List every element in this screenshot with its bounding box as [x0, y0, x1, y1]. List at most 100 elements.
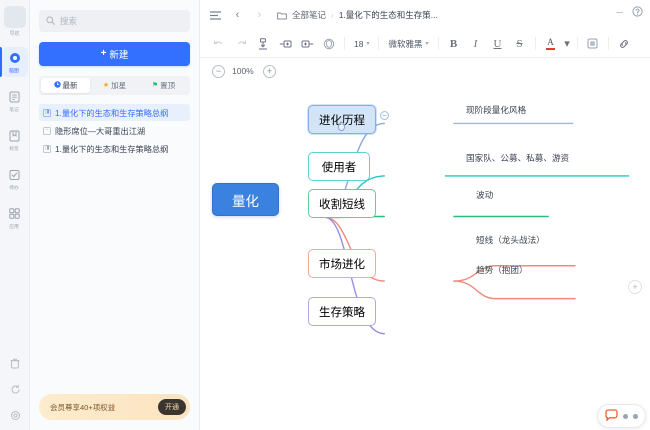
mindmap-node-market[interactable]: 市场进化: [308, 249, 376, 278]
rail-bottom-group: [0, 358, 30, 424]
filter-tab-label: 加星: [111, 81, 127, 90]
toolbar-divider: [607, 37, 609, 50]
filter-tab-pinned[interactable]: ⚑ 置顶: [139, 78, 188, 93]
undo-icon[interactable]: [208, 34, 230, 54]
highlight-icon[interactable]: [582, 34, 604, 54]
panel-toggle-icon[interactable]: [208, 8, 223, 23]
target-icon: [7, 50, 22, 65]
back-icon[interactable]: ‹: [235, 8, 240, 21]
mindmap-root-node[interactable]: 量化: [212, 183, 279, 216]
trash-icon[interactable]: [10, 358, 20, 372]
rail-item-tags[interactable]: 标签: [0, 123, 30, 157]
format-toolbar: 18 ▾ 微软雅黑 ▾ B I U S A ▾: [200, 30, 650, 58]
pin-icon: ⚑: [151, 82, 159, 89]
vip-banner[interactable]: 会员尊享40+项权益 开通: [39, 394, 190, 420]
left-rail: 导航 脑图 笔记 标签 待办: [0, 0, 30, 430]
rail-item-notes[interactable]: 笔记: [0, 84, 30, 118]
star-icon: ★: [102, 82, 110, 89]
toolbar-divider: [378, 37, 380, 50]
help-circle-icon[interactable]: [632, 6, 643, 19]
app-logo: [3, 6, 26, 28]
filter-tabs: 最新 ★ 加星 ⚑ 置顶: [39, 76, 190, 95]
window-controls: －: [615, 6, 643, 19]
text-cursor-indicator: [338, 122, 345, 131]
search-placeholder: 搜索: [60, 16, 78, 26]
note-list-item[interactable]: ◨ 1.量化下的生态和生存策略总纲: [39, 104, 190, 121]
mindmap-node-harvest[interactable]: 收割短线: [308, 189, 376, 218]
chevron-down-icon: ▾: [366, 41, 370, 47]
rail-item-label: 标签: [9, 146, 20, 152]
rail-item-label: 应用: [9, 224, 20, 230]
gear-icon[interactable]: [10, 410, 21, 424]
underline-button[interactable]: U: [493, 37, 502, 50]
strikethrough-button[interactable]: S: [516, 37, 523, 50]
rail-item-todo[interactable]: 待办: [0, 162, 30, 196]
vip-subscribe-button[interactable]: 开通: [158, 399, 186, 415]
mindmap-node-label: 收割短线: [319, 198, 365, 211]
minimize-icon[interactable]: －: [614, 8, 624, 18]
mindmap-node-evolution[interactable]: 进化历程: [308, 105, 376, 134]
text-color-letter: A: [547, 36, 554, 47]
chevron-down-icon: ▾: [425, 41, 429, 47]
mindmap-leaf-label[interactable]: 现阶段量化风格: [466, 105, 527, 115]
filter-tab-latest[interactable]: 最新: [41, 78, 90, 93]
shield-icon[interactable]: [318, 34, 340, 54]
note-list: ◨ 1.量化下的生态和生存策略总纲 ▫ 隐形席位—大哥重出江湖 ◨ 1.量化下的…: [39, 104, 190, 157]
italic-button[interactable]: I: [473, 37, 478, 50]
zoom-out-icon[interactable]: −: [212, 64, 225, 78]
note-file-icon: ▫: [43, 126, 51, 135]
font-family-select[interactable]: 微软雅黑 ▾: [383, 35, 433, 53]
insert-child-icon[interactable]: [252, 34, 274, 54]
new-note-button[interactable]: + 新建: [39, 42, 190, 66]
collapse-toggle-icon[interactable]: −: [380, 111, 389, 120]
zoom-level: 100%: [232, 66, 254, 76]
rail-item-mindmap[interactable]: 脑图: [0, 45, 30, 79]
breadcrumb-separator: ›: [331, 10, 334, 20]
rail-item-label: 笔记: [9, 107, 20, 113]
widget-dot: [623, 413, 628, 419]
text-color-caret[interactable]: ▾: [564, 38, 570, 50]
filter-tab-starred[interactable]: ★ 加星: [90, 78, 139, 93]
floating-chat-widget[interactable]: [597, 404, 646, 428]
document-icon: [7, 89, 22, 104]
font-size-value: 18: [354, 38, 364, 49]
breadcrumb-item-current[interactable]: 1.量化下的生态和生存策...: [338, 10, 438, 20]
rail-item-apps[interactable]: 应用: [0, 201, 30, 235]
font-size-select[interactable]: 18 ▾: [349, 35, 374, 53]
top-bar: ‹ › 全部笔记 › 1.量化下的生态和生存策...: [200, 0, 650, 30]
note-list-pane: 搜索 + 新建 最新 ★ 加星 ⚑ 置顶 ◨: [30, 0, 200, 430]
zoom-in-icon[interactable]: +: [263, 64, 276, 78]
mindmap-node-survival[interactable]: 生存策略: [308, 297, 376, 326]
zoom-bar: − 100% +: [200, 58, 650, 84]
breadcrumb-item-all-notes[interactable]: 全部笔记: [292, 10, 327, 20]
link-icon[interactable]: [613, 34, 635, 54]
insert-right-icon[interactable]: [296, 34, 318, 54]
toolbar-divider: [534, 37, 536, 50]
mindmap-canvas[interactable]: 量化 进化历程 − 现阶段量化风格 使用者 国家队、公募、私募、游资 收割短线 …: [200, 84, 650, 430]
note-list-item[interactable]: ▫ 隐形席位—大哥重出江湖: [39, 122, 190, 139]
toolbar-divider: [344, 37, 345, 50]
bold-button[interactable]: B: [449, 37, 458, 50]
font-family-value: 微软雅黑: [388, 38, 423, 49]
plus-icon: +: [100, 48, 107, 59]
text-color-button[interactable]: A: [540, 34, 562, 54]
widget-dot: [633, 413, 638, 419]
mindmap-leaf-label[interactable]: 短线（龙头战法）: [476, 235, 545, 245]
note-title: 1.量化下的生态和生存策略总纲: [55, 108, 169, 118]
insert-left-icon[interactable]: [274, 34, 296, 54]
mindmap-leaf-label[interactable]: 趋势（抱团）: [476, 265, 528, 275]
sync-icon[interactable]: [10, 384, 21, 398]
mindmap-leaf-label[interactable]: 国家队、公募、私募、游资: [466, 153, 570, 163]
mindmap-leaf-label[interactable]: 波动: [476, 190, 494, 200]
new-note-label: 新建: [109, 50, 129, 61]
add-node-button[interactable]: +: [628, 280, 642, 294]
mindmap-node-users[interactable]: 使用者: [308, 152, 370, 181]
redo-icon[interactable]: [230, 34, 252, 54]
rail-item-label: 待办: [9, 185, 20, 191]
note-list-item[interactable]: ◨ 1.量化下的生态和生存策略总纲: [39, 140, 190, 157]
search-input[interactable]: 搜索: [39, 10, 190, 32]
forward-icon[interactable]: ›: [257, 8, 262, 21]
grid-icon: [7, 206, 22, 221]
mindmap-node-label: 进化历程: [319, 114, 365, 127]
rail-top-label: 导航: [9, 31, 20, 37]
